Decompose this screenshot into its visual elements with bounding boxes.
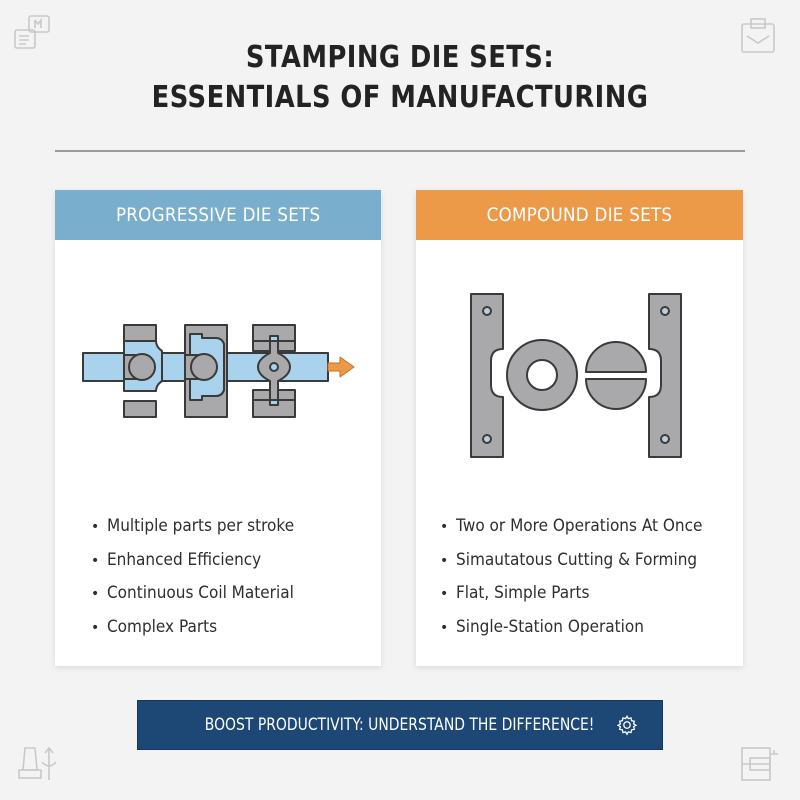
list-item: •Enhanced Efficiency bbox=[91, 544, 315, 578]
list-item: •Flat, Simple Parts bbox=[440, 577, 730, 611]
banner-text: BOOST PRODUCTIVITY: UNDERSTAND THE DIFFE… bbox=[205, 715, 595, 735]
progressive-panel-title: PROGRESSIVE DIE SETS bbox=[115, 204, 321, 226]
title-line-2: ESSENTIALS OF MANUFACTURING bbox=[151, 80, 649, 115]
list-item: •Multiple parts per stroke bbox=[91, 510, 315, 544]
gear-icon bbox=[616, 715, 637, 736]
title-divider bbox=[55, 150, 745, 152]
bullet-icon: • bbox=[440, 586, 449, 602]
progressive-panel-header: PROGRESSIVE DIE SETS bbox=[55, 190, 381, 240]
progressive-features-list: •Multiple parts per stroke •Enhanced Eff… bbox=[91, 510, 315, 644]
bullet-icon: • bbox=[91, 552, 100, 569]
title-line-1: STAMPING DIE SETS: bbox=[245, 40, 555, 75]
cta-banner: BOOST PRODUCTIVITY: UNDERSTAND THE DIFFE… bbox=[137, 700, 663, 750]
list-item: •Single-Station Operation bbox=[440, 611, 730, 645]
compound-panel-title: COMPOUND DIE SETS bbox=[486, 204, 673, 226]
bullet-icon: • bbox=[440, 519, 449, 535]
bullet-icon: • bbox=[91, 519, 100, 535]
progressive-die-panel: PROGRESSIVE DIE SETS bbox=[55, 190, 381, 666]
list-item: •Simautatous Cutting & Forming bbox=[440, 544, 730, 578]
compound-die-panel: COMPOUND DIE SETS •Two or More Operation… bbox=[416, 190, 743, 666]
list-item: •Continuous Coil Material bbox=[91, 577, 315, 611]
bullet-icon: • bbox=[91, 619, 100, 636]
page-title: STAMPING DIE SETS: ESSENTIALS OF MANUFAC… bbox=[56, 38, 744, 118]
bullet-icon: • bbox=[91, 586, 100, 602]
document-chat-icon bbox=[12, 12, 52, 52]
progressive-die-strip-diagram bbox=[55, 250, 381, 500]
bullet-icon: • bbox=[440, 552, 449, 569]
die-block-icon bbox=[738, 742, 778, 782]
clipboard-icon bbox=[738, 14, 778, 54]
compound-panel-header: COMPOUND DIE SETS bbox=[416, 190, 743, 240]
compound-features-list: •Two or More Operations At Once •Simauta… bbox=[440, 510, 730, 644]
compound-die-diagram bbox=[416, 250, 743, 500]
list-item: •Two or More Operations At Once bbox=[440, 510, 730, 544]
bullet-icon: • bbox=[440, 619, 449, 636]
list-item: •Complex Parts bbox=[91, 611, 315, 645]
press-machine-icon bbox=[16, 742, 57, 782]
